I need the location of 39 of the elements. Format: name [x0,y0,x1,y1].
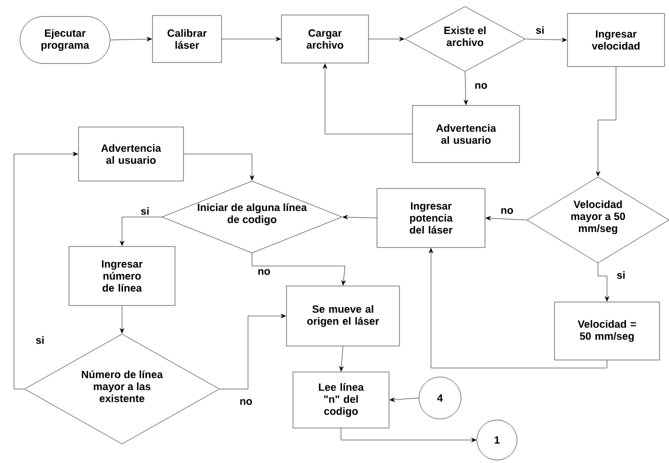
arrow [322,64,412,134]
edge-label: no [238,398,254,406]
arrow [110,36,152,42]
arrow [342,214,377,220]
edge-label: si [616,270,626,280]
process-box: Lee línea "n" del codigo [292,372,390,428]
edge-label: si [34,335,46,345]
arrow [339,346,344,372]
process-box: Advertencia al usuario [412,105,520,163]
arrow [340,428,476,442]
process-box: Ingresar potencia del láser [376,188,486,248]
process-box: Velocidad = 50 mm/seg [554,302,660,360]
edge-label: no [500,207,514,215]
arrow [220,314,286,390]
arrow [14,152,78,390]
process-box: Se mueve al origen el láser [286,286,400,346]
process-box: Advertencia al usuario [78,126,184,182]
edge-label: no [256,268,272,276]
arrow [596,66,616,176]
arrow [184,154,254,180]
process-box: Calibrar láser [152,15,222,63]
process-box: Ingresar velocidad [567,13,665,67]
edge-label: si [140,206,150,216]
start-terminal: Ejecutar programa [20,16,110,64]
arrow [598,263,610,302]
arrow [222,36,281,42]
arrow [464,72,468,105]
edge-label: si [534,25,546,35]
arrow [525,38,567,42]
process-box: Ingresar número de línea [68,246,176,306]
process-box: Cargar archivo [281,14,369,64]
arrow [428,248,608,368]
arrow [252,253,346,286]
arrow [120,306,124,334]
arrow [368,36,404,42]
arrow [120,216,162,246]
edge-label: no [474,82,488,90]
arrow [486,216,527,220]
arrow [390,397,419,402]
